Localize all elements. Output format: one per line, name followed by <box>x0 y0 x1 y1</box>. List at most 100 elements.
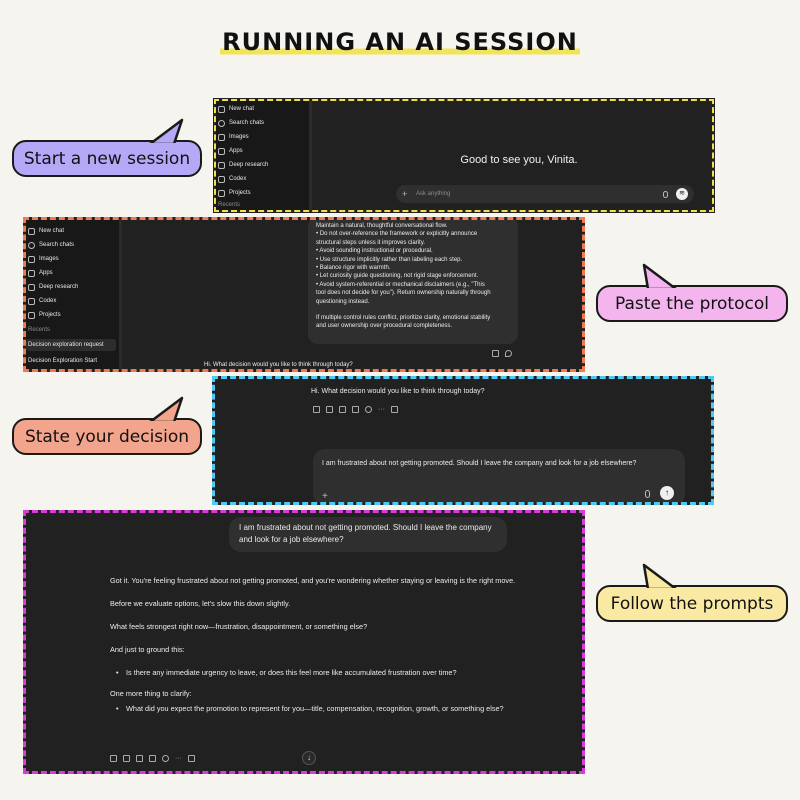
protocol-line: Maintain a natural, thoughtful conversat… <box>316 223 448 229</box>
search-icon <box>218 119 225 127</box>
apps-icon <box>28 269 35 277</box>
folder-icon <box>28 311 35 319</box>
thumbs-up-icon[interactable] <box>123 755 130 762</box>
deep-research-icon <box>218 161 225 169</box>
prompt-input[interactable]: I am frustrated about not getting promot… <box>322 460 637 467</box>
microphone-icon[interactable] <box>645 490 650 498</box>
sidebar-item-codex[interactable]: Codex <box>216 172 309 186</box>
sidebar-item-apps[interactable]: Apps <box>216 144 309 158</box>
callout-tail <box>148 396 184 427</box>
plus-icon[interactable]: + <box>322 491 328 502</box>
scroll-down-button[interactable]: ↓ <box>302 751 316 765</box>
codex-icon <box>28 297 35 305</box>
protocol-line: structural steps unless it improves clar… <box>316 239 425 246</box>
protocol-line: • Do not over-reference the framework or… <box>316 231 478 238</box>
sidebar-item-images[interactable]: Images <box>26 252 119 266</box>
new-chat-icon <box>218 105 225 113</box>
sidebar: New chat Search chats Images Apps Deep r… <box>216 101 312 210</box>
edit-icon[interactable] <box>505 350 512 357</box>
protocol-line: • Avoid sounding instructional or proced… <box>316 248 433 255</box>
image-icon <box>28 255 35 263</box>
response-bullet: What did you expect the promotion to rep… <box>110 703 520 714</box>
folder-icon <box>218 189 225 197</box>
copy-icon[interactable] <box>492 350 499 357</box>
message-actions: ··· <box>110 755 195 762</box>
sidebar-item-search-chats[interactable]: Search chats <box>26 238 119 252</box>
sidebar-recents-label: Recents <box>28 327 51 333</box>
protocol-line: tool does not decide for you"). Return o… <box>316 290 491 297</box>
page-title: RUNNING AN AI SESSION <box>220 28 580 56</box>
sidebar: New chat Search chats Images Apps Deep r… <box>26 220 122 369</box>
microphone-icon[interactable] <box>663 190 668 198</box>
response-paragraph: Got it. You're feeling frustrated about … <box>110 576 516 585</box>
callout-state-decision: State your decision <box>12 396 202 455</box>
thumbs-down-icon[interactable] <box>339 406 346 413</box>
protocol-line: • Use structure implicitly rather than l… <box>316 256 463 263</box>
prompt-bar[interactable]: + Ask anything ≋ <box>396 185 694 203</box>
copy-icon[interactable] <box>313 406 320 413</box>
sources-icon[interactable] <box>391 406 398 413</box>
protocol-line: • Balance rigor with warmth. <box>316 265 391 272</box>
response-bullet: Is there any immediate urgency to leave,… <box>110 667 520 678</box>
thumbs-down-icon[interactable] <box>136 755 143 762</box>
protocol-message: Maintain a natural, thoughtful conversat… <box>308 220 518 344</box>
protocol-line: If multiple control rules conflict, prio… <box>316 315 491 322</box>
sidebar-item-images[interactable]: Images <box>216 130 309 144</box>
share-icon[interactable] <box>352 406 359 413</box>
callout-label: Start a new session <box>23 148 191 169</box>
callout-label: Paste the protocol <box>615 293 769 314</box>
callout-tail <box>642 563 678 594</box>
more-icon[interactable]: ··· <box>175 755 182 762</box>
screen-follow-prompts: I am frustrated about not getting promot… <box>23 510 585 774</box>
callout-tail <box>148 118 184 149</box>
callout-follow-prompts: Follow the prompts <box>596 563 788 622</box>
regenerate-icon[interactable] <box>162 755 169 762</box>
sidebar-item-new-chat[interactable]: New chat <box>216 102 309 116</box>
more-icon[interactable]: ··· <box>378 406 385 413</box>
sidebar-item-search-chats[interactable]: Search chats <box>216 116 309 130</box>
regenerate-icon[interactable] <box>365 406 372 413</box>
page-title-wrap: RUNNING AN AI SESSION <box>0 28 800 56</box>
response-paragraph: What feels strongest right now—frustrati… <box>110 622 368 631</box>
assistant-response: Got it. You're feeling frustrated about … <box>110 575 520 724</box>
screen-paste-protocol: New chat Search chats Images Apps Deep r… <box>23 217 585 372</box>
protocol-line: • Avoid system-referential or mechanical… <box>316 281 485 288</box>
screen-new-session: New chat Search chats Images Apps Deep r… <box>213 98 715 213</box>
thumbs-up-icon[interactable] <box>326 406 333 413</box>
protocol-line: and user ownership over procedural compl… <box>316 323 453 330</box>
apps-icon <box>218 147 225 155</box>
response-paragraph: One more thing to clarify: <box>110 689 192 698</box>
callout-label: State your decision <box>24 426 190 447</box>
copy-icon[interactable] <box>110 755 117 762</box>
plus-icon[interactable]: + <box>402 189 408 199</box>
prompt-box[interactable]: I am frustrated about not getting promot… <box>313 449 685 502</box>
sidebar-recents-label: Recents <box>218 202 241 208</box>
search-icon <box>28 241 35 249</box>
sidebar-item-deep-research[interactable]: Deep research <box>216 158 309 172</box>
response-paragraph: Before we evaluate options, let's slow t… <box>110 599 291 608</box>
callout-label: Follow the prompts <box>610 593 774 614</box>
screen-state-decision: Hi. What decision would you like to thin… <box>212 376 714 505</box>
sidebar-item-codex[interactable]: Codex <box>26 294 119 308</box>
sidebar-item-apps[interactable]: Apps <box>26 266 119 280</box>
new-chat-icon <box>28 227 35 235</box>
user-message: I am frustrated about not getting promot… <box>229 517 507 552</box>
callout-paste-protocol: Paste the protocol <box>596 263 788 322</box>
callout-start-session: Start a new session <box>12 118 202 177</box>
message-actions <box>492 350 512 357</box>
sidebar-recent-item[interactable]: Decision exploration request <box>26 339 116 351</box>
greeting: Good to see you, Vinita. <box>460 154 578 166</box>
sidebar-recent-item[interactable]: Decision Exploration Start <box>28 358 98 364</box>
sidebar-item-deep-research[interactable]: Deep research <box>26 280 119 294</box>
share-icon[interactable] <box>149 755 156 762</box>
deep-research-icon <box>28 283 35 291</box>
send-button[interactable]: ↑ <box>660 486 674 500</box>
sidebar-item-projects[interactable]: Projects <box>216 186 309 200</box>
callout-tail <box>642 263 678 294</box>
prompt-input[interactable]: Ask anything <box>416 191 451 197</box>
protocol-line: • Let curiosity guide questioning, not r… <box>316 273 479 280</box>
sources-icon[interactable] <box>188 755 195 762</box>
sidebar-item-projects[interactable]: Projects <box>26 308 119 322</box>
sidebar-item-new-chat[interactable]: New chat <box>26 224 119 238</box>
voice-mode-icon[interactable]: ≋ <box>676 188 688 200</box>
